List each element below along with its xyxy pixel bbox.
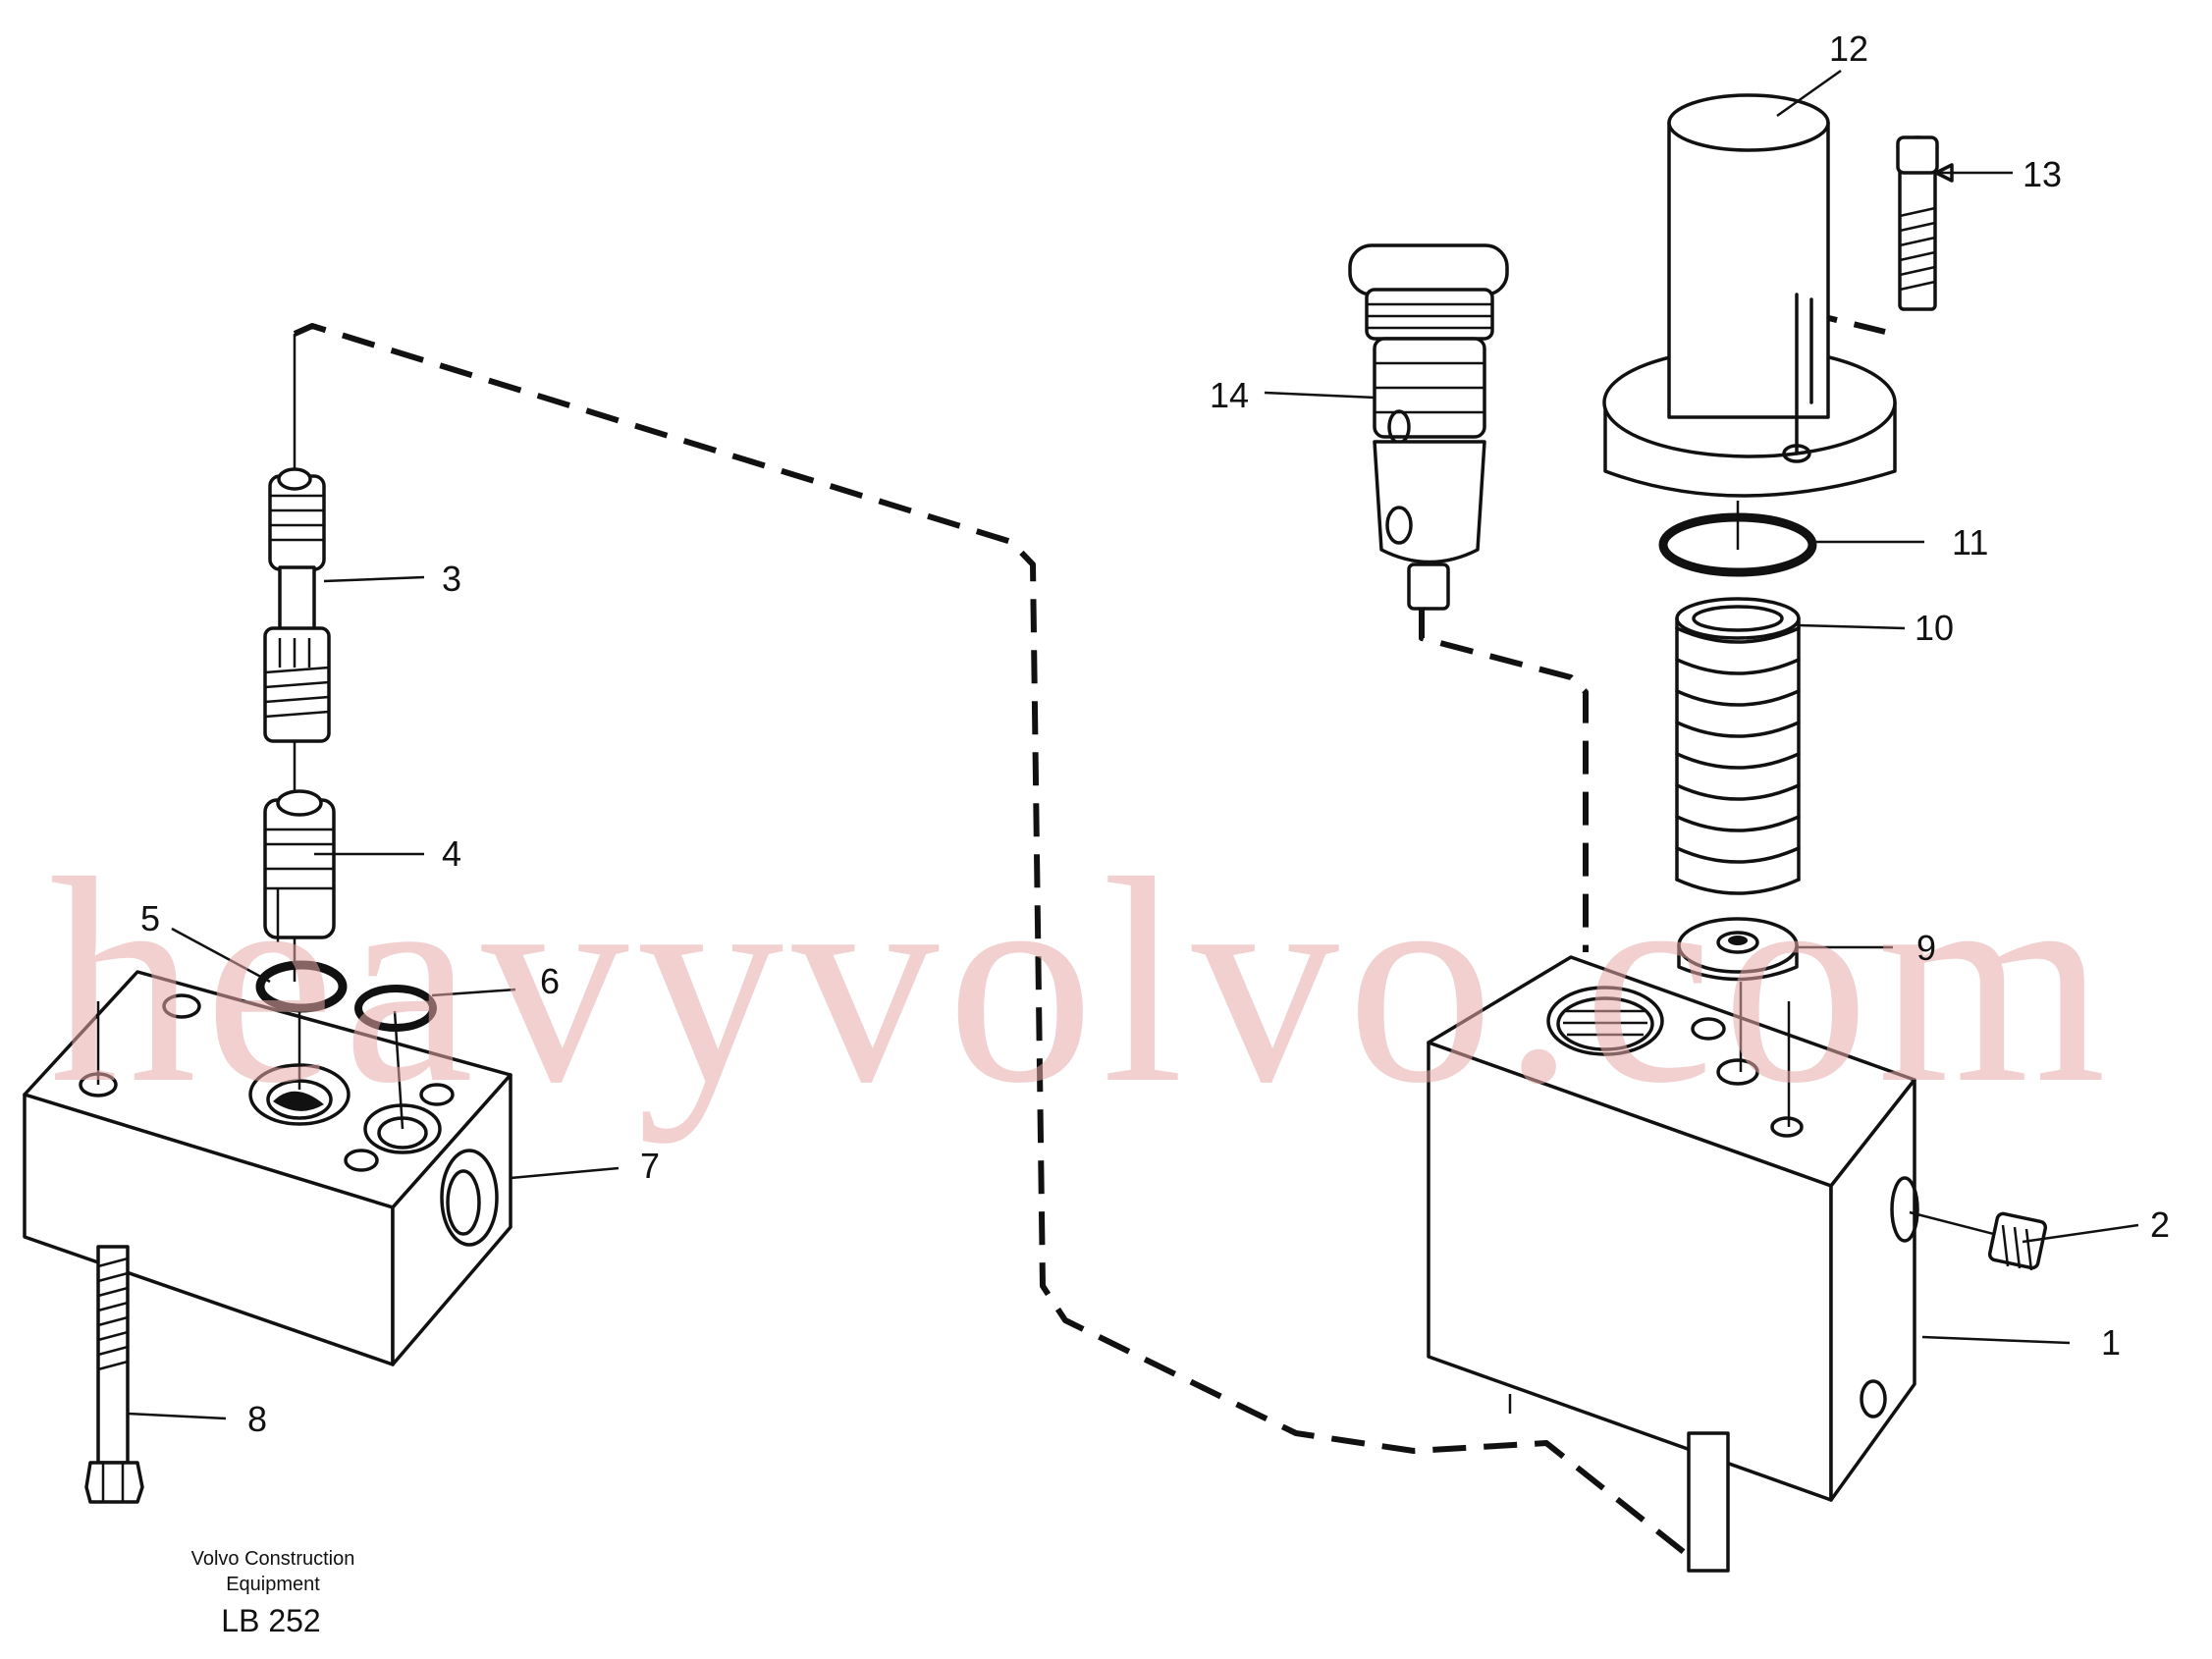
- callout-7: 7: [640, 1146, 660, 1186]
- callout-12: 12: [1829, 28, 1868, 69]
- callout-2: 2: [2150, 1204, 2170, 1245]
- valve-stem-3: [263, 334, 331, 982]
- caption-line2: Equipment: [226, 1574, 320, 1595]
- bolt-8: [84, 1245, 144, 1504]
- valve-block-left: [23, 970, 513, 1366]
- solenoid-12: [1602, 93, 1897, 550]
- callout-4: 4: [442, 833, 461, 874]
- cartridge-14: [1348, 243, 1509, 611]
- screw-13: [1896, 135, 1939, 311]
- valve-seat-4: [263, 789, 336, 942]
- diagram-caption: Volvo Construction Equipment LB 252: [191, 1548, 355, 1638]
- spring-10: [1675, 597, 1801, 895]
- o-rings-5-6: [255, 960, 437, 1032]
- valve-block-right: [1427, 955, 1919, 1573]
- callout-14: 14: [1210, 375, 1249, 415]
- plug-2: [1909, 1210, 2048, 1271]
- callout-13: 13: [2023, 154, 2062, 194]
- callout-3: 3: [442, 559, 461, 599]
- callout-labels: 1 2 3 4 5 6 7 8 9 10 11 12 13 14: [140, 28, 2170, 1439]
- caption-code: LB 252: [221, 1603, 320, 1638]
- callout-6: 6: [540, 961, 560, 1001]
- callout-11: 11: [1952, 522, 1988, 562]
- callout-10: 10: [1915, 608, 1954, 648]
- caption-line1: Volvo Construction: [191, 1548, 355, 1570]
- callout-8: 8: [247, 1399, 267, 1439]
- callout-1: 1: [2101, 1322, 2121, 1363]
- leader-lines: [127, 69, 2139, 1420]
- callout-9: 9: [1916, 928, 1936, 968]
- callout-5: 5: [140, 898, 160, 938]
- washer-9: [1677, 917, 1799, 982]
- watermark-text: heavyvolvo.com: [49, 818, 2114, 1145]
